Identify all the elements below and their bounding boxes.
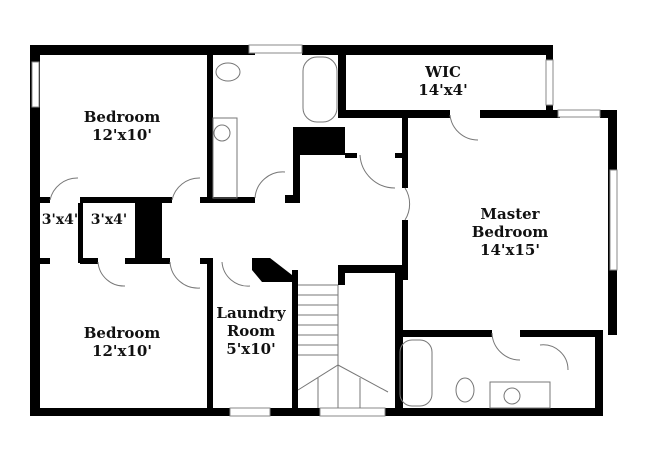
master-bedroom-size: 14'x15'	[480, 241, 540, 259]
closet-1-size: 3'x4'	[42, 212, 78, 228]
bathtub-icon	[302, 56, 338, 123]
bedroom-2-name: Bedroom	[84, 324, 161, 342]
sink-icon	[503, 387, 521, 405]
toilet-icon	[455, 377, 475, 403]
bedroom-1-size: 12'x10'	[92, 126, 152, 144]
windows	[31, 44, 618, 417]
vanity-icon	[489, 381, 551, 409]
wic-size: 14'x4'	[418, 81, 467, 99]
closet-2-size: 3'x4'	[91, 212, 127, 228]
master-bedroom-name-2: Bedroom	[472, 223, 549, 241]
vanity-icon	[212, 117, 238, 199]
laundry-room-size: 5'x10'	[226, 340, 275, 358]
bedroom-2-size: 12'x10'	[92, 342, 152, 360]
sink-icon	[213, 124, 231, 142]
staircase	[297, 284, 389, 408]
master-bedroom-name: Master	[480, 205, 540, 223]
fixtures	[49, 56, 569, 409]
bathtub-icon	[399, 339, 433, 407]
laundry-room-name-2: Room	[227, 322, 275, 340]
walls	[30, 45, 617, 416]
room-labels: Bedroom 12'x10' WIC 14'x4' Master Bedroo…	[42, 63, 549, 360]
bedroom-1-name: Bedroom	[84, 108, 161, 126]
laundry-room-name: Laundry	[216, 304, 286, 322]
wic-name: WIC	[424, 63, 461, 81]
toilet-icon	[215, 62, 241, 82]
door-swings	[49, 114, 569, 371]
